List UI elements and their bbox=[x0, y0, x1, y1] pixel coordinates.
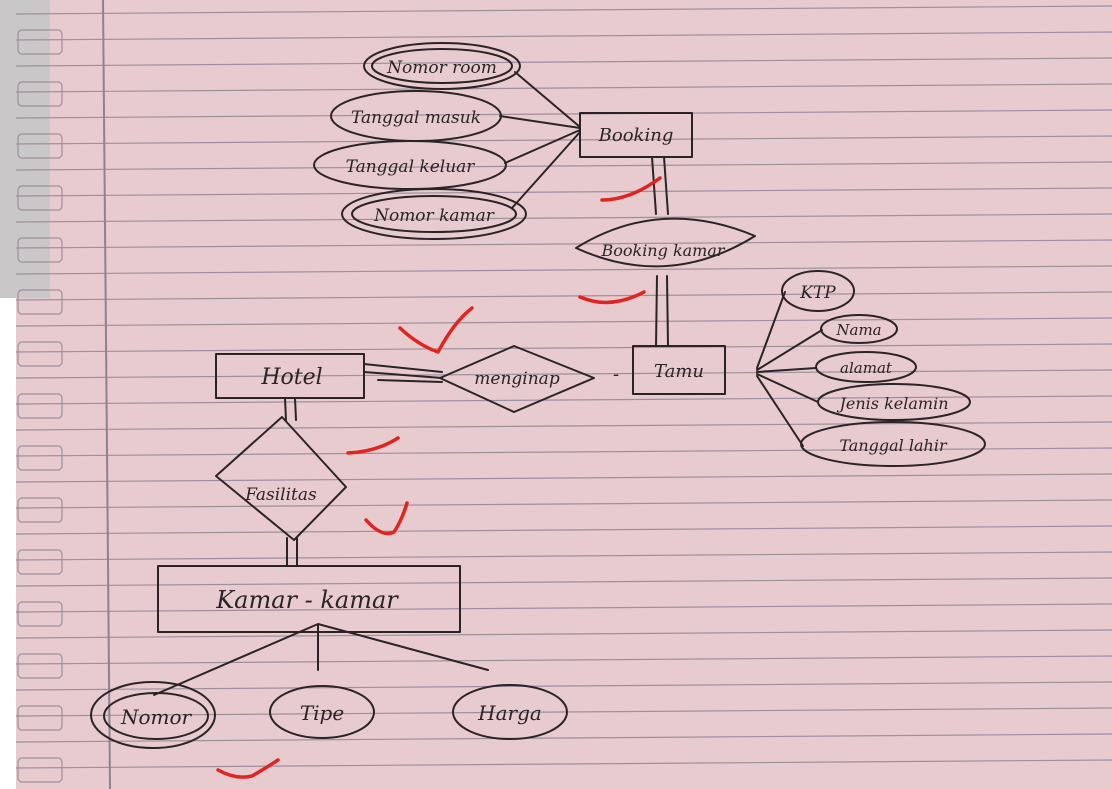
binder-tab bbox=[17, 601, 63, 627]
check-mark bbox=[346, 436, 400, 455]
entity-label: Tamu bbox=[654, 361, 704, 382]
rule-line bbox=[15, 603, 1112, 613]
attribute-nama: Nama bbox=[820, 314, 898, 344]
fasilitas-double-line bbox=[286, 537, 298, 567]
rule-line bbox=[15, 213, 1112, 223]
binder-tab bbox=[17, 705, 63, 731]
rule-line bbox=[15, 135, 1112, 145]
binder-tab bbox=[17, 341, 63, 367]
rule-line bbox=[15, 187, 1112, 197]
rule-line bbox=[15, 473, 1112, 483]
kamar-attribute-links bbox=[153, 623, 489, 696]
rule-line bbox=[15, 395, 1112, 405]
binder-tab bbox=[17, 185, 63, 211]
rule-line bbox=[15, 629, 1112, 639]
rule-line bbox=[15, 551, 1112, 561]
entity-tamu: Tamu bbox=[632, 345, 726, 395]
rule-line bbox=[15, 317, 1112, 327]
rule-line bbox=[15, 499, 1112, 509]
attribute-label: Nomor bbox=[120, 705, 193, 729]
attribute-label: alamat bbox=[840, 359, 893, 377]
teacher-marks bbox=[216, 176, 662, 779]
entity-booking: Booking bbox=[579, 112, 693, 158]
entity-label: Booking bbox=[598, 125, 674, 146]
rule-line bbox=[15, 343, 1112, 353]
entity-label: Kamar - kamar bbox=[215, 586, 399, 614]
attribute-label: Nama bbox=[835, 321, 881, 339]
binder-tab bbox=[17, 757, 63, 783]
binder-tabs bbox=[17, 29, 63, 783]
attribute-label: Tanggal masuk bbox=[351, 108, 481, 128]
margin-line bbox=[102, 0, 111, 789]
attribute-harga: Harga bbox=[452, 684, 568, 740]
rule-line bbox=[15, 447, 1112, 457]
rule-line bbox=[15, 525, 1112, 535]
attribute-label: Nomor room bbox=[386, 58, 497, 78]
rule-line bbox=[15, 239, 1112, 249]
attribute-label: Nomor kamar bbox=[373, 206, 495, 226]
check-mark bbox=[216, 758, 280, 779]
attribute-label: Tanggal keluar bbox=[346, 157, 476, 177]
binder-tab bbox=[17, 133, 63, 159]
attribute-label: Jenis kelamin bbox=[836, 394, 948, 413]
relationship-label: Fasilitas bbox=[244, 485, 317, 505]
attribute-label: Tanggal lahir bbox=[839, 436, 948, 455]
rule-line bbox=[15, 5, 1112, 15]
relationship-label: menginap bbox=[474, 369, 560, 389]
rule-line bbox=[15, 369, 1112, 379]
attribute-nomor-room: Nomor room bbox=[363, 42, 521, 90]
connector-dash: - bbox=[613, 364, 619, 385]
attribute-label: KTP bbox=[799, 283, 836, 303]
hotel-double-line bbox=[284, 397, 297, 421]
rule-line bbox=[15, 57, 1112, 67]
rule-line bbox=[15, 733, 1112, 743]
rule-line bbox=[15, 707, 1112, 717]
check-mark bbox=[600, 176, 662, 202]
rule-line bbox=[15, 291, 1112, 301]
check-mark bbox=[578, 290, 646, 305]
entity-kamar-kamar: Kamar - kamar bbox=[157, 565, 461, 633]
booking-double-line bbox=[651, 156, 669, 215]
binder-tab bbox=[17, 445, 63, 471]
attribute-nomor: Nomor bbox=[90, 681, 216, 749]
binder-tab bbox=[17, 653, 63, 679]
check-mark bbox=[364, 501, 409, 536]
check-mark bbox=[398, 306, 474, 354]
rule-line bbox=[15, 681, 1112, 691]
ruled-lines bbox=[15, 5, 1112, 769]
entity-label: Hotel bbox=[260, 365, 322, 390]
rule-line bbox=[15, 759, 1112, 769]
gray-edge-strip bbox=[0, 0, 50, 298]
binder-tab bbox=[17, 81, 63, 107]
booking-kamar-double-line bbox=[655, 275, 669, 347]
attribute-label: Harga bbox=[477, 701, 542, 725]
attribute-label: Tipe bbox=[300, 701, 344, 725]
attribute-nomor-kamar: Nomor kamar bbox=[341, 188, 527, 240]
rule-line bbox=[15, 31, 1112, 41]
rule-line bbox=[15, 265, 1112, 275]
binder-tab bbox=[17, 237, 63, 263]
tamu-attribute-links bbox=[756, 291, 823, 447]
hotel-menginap-lines bbox=[363, 363, 443, 383]
relationship-label: Booking kamar bbox=[600, 241, 725, 260]
rule-line bbox=[15, 83, 1112, 93]
binder-tab bbox=[17, 497, 63, 523]
rule-line bbox=[15, 577, 1112, 587]
rule-line bbox=[15, 161, 1112, 171]
binder-tab bbox=[17, 29, 63, 55]
binder-tab bbox=[17, 289, 63, 315]
rule-line bbox=[15, 655, 1112, 665]
attribute-ktp: KTP bbox=[781, 270, 855, 312]
relationship-menginap: menginap bbox=[439, 345, 595, 413]
binder-tab bbox=[17, 393, 63, 419]
relationship-booking-kamar: Booking kamar bbox=[575, 217, 756, 268]
booking-attribute-links bbox=[499, 71, 581, 209]
relationship-fasilitas: Fasilitas bbox=[215, 416, 347, 541]
binder-tab bbox=[17, 549, 63, 575]
entity-hotel: Hotel bbox=[215, 353, 365, 399]
attribute-tipe: Tipe bbox=[269, 685, 375, 739]
